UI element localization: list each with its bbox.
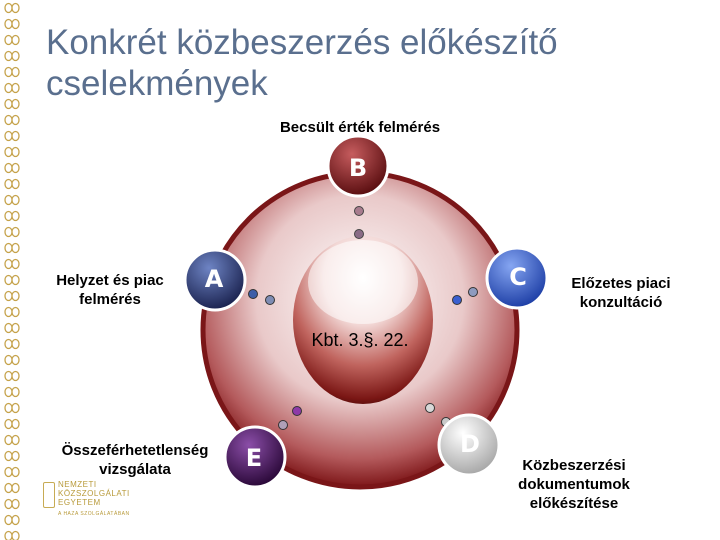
- center-label: Kbt. 3.§. 22.: [311, 330, 409, 350]
- logo-line-3: EGYETEM: [58, 498, 101, 507]
- label-b: Becsült érték felmérés: [250, 118, 470, 137]
- label-a-line-2: felmérés: [79, 291, 141, 308]
- label-e-line-2: vizsgálata: [99, 461, 171, 478]
- node-e-letter: E: [246, 444, 262, 472]
- node-c: C: [485, 246, 549, 310]
- dot-a1: [248, 289, 258, 299]
- node-d: D: [437, 413, 501, 477]
- node-c-letter: C: [509, 263, 527, 291]
- logo-emblem-icon: [43, 482, 55, 508]
- slide-title: Konkrét közbeszerzés előkészítő cselekmé…: [46, 22, 666, 104]
- label-a-line-1: Helyzet és piac: [56, 272, 164, 289]
- dot-c1: [452, 295, 462, 305]
- label-c: Előzetes piaci konzultáció: [553, 274, 689, 312]
- dot-c2: [468, 287, 478, 297]
- node-d-letter: D: [460, 430, 480, 458]
- center-highlight: [308, 240, 418, 324]
- label-b-line-1: Becsült érték felmérés: [279, 119, 441, 136]
- label-d-line-2: dokumentumok: [518, 476, 630, 493]
- label-d-line-3: előkészítése: [529, 495, 619, 512]
- node-a: A: [183, 248, 247, 312]
- label-d: Közbeszerzési dokumentumok előkészítése: [500, 456, 648, 513]
- title-line-2: cselekmények: [46, 64, 268, 103]
- university-logo: NEMZETI KÖZSZOLGÁLATI EGYETEM A HAZA SZO…: [43, 480, 164, 519]
- label-e-line-1: Összeférhetetlenség: [61, 442, 209, 459]
- logo-line-4: A HAZA SZOLGÁLATÁBAN: [58, 511, 130, 517]
- label-c-line-2: konzultáció: [579, 294, 663, 311]
- logo-line-1: NEMZETI: [58, 480, 97, 489]
- label-a: Helyzet és piac felmérés: [40, 271, 180, 309]
- node-e: E: [223, 425, 287, 489]
- dot-b1: [354, 206, 364, 216]
- dot-a2: [265, 295, 275, 305]
- label-e: Összeférhetetlenség vizsgálata: [40, 441, 230, 479]
- dot-b2: [354, 229, 364, 239]
- node-b-letter: B: [349, 154, 367, 182]
- dot-d1: [425, 403, 435, 413]
- label-d-line-1: Közbeszerzési: [522, 457, 626, 474]
- node-a-letter: A: [205, 265, 224, 293]
- title-line-1: Konkrét közbeszerzés előkészítő: [46, 23, 558, 62]
- dot-e1: [292, 406, 302, 416]
- border-ornament: [0, 0, 26, 540]
- dot-e2: [278, 420, 288, 430]
- logo-line-2: KÖZSZOLGÁLATI: [58, 489, 130, 498]
- label-c-line-1: Előzetes piaci: [571, 275, 671, 292]
- node-b: B: [326, 134, 390, 198]
